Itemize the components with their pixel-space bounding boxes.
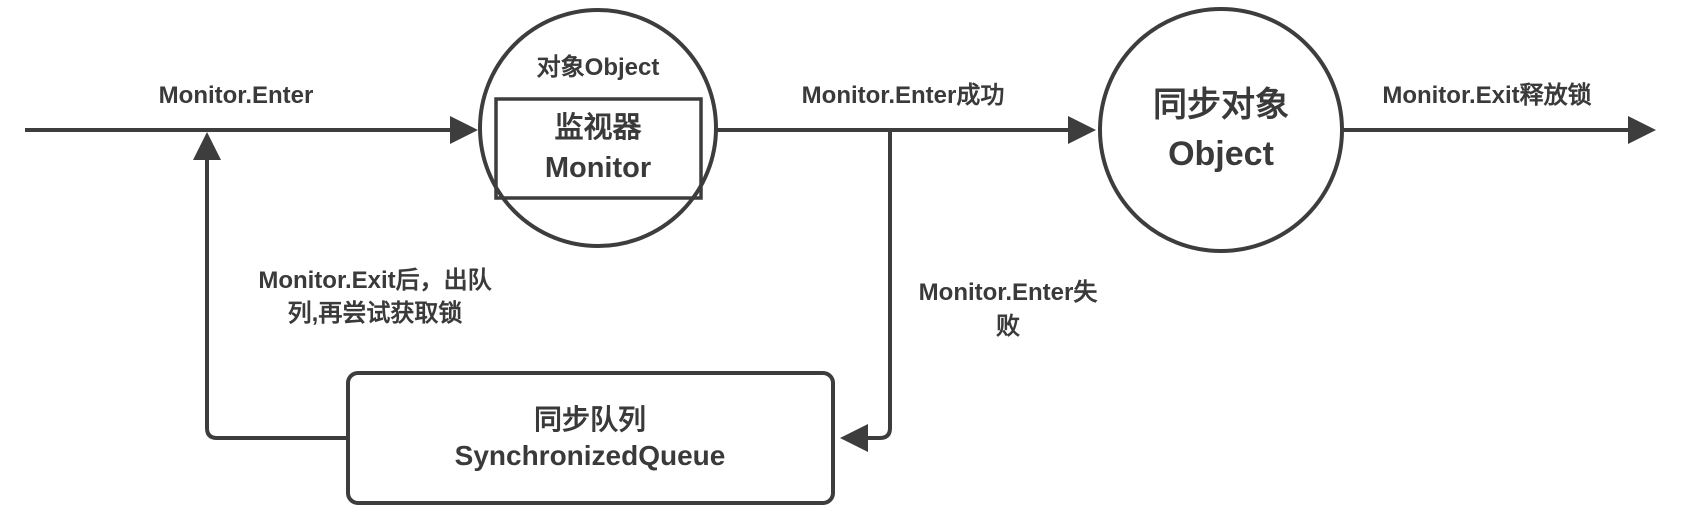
sync-object-line1: 同步对象: [1153, 86, 1289, 124]
sync-queue-line1: 同步队列: [533, 404, 646, 435]
arrowhead-into-sync-queue: [840, 424, 868, 452]
object-circle-title: 对象Object: [536, 54, 660, 82]
arrowhead-exit-right: [1628, 116, 1656, 144]
sync-object-circle-text: 同步对象 Object: [1153, 81, 1289, 179]
exit-dequeue-label: Monitor.Exit后，出队 列,再尝试获取锁: [258, 264, 491, 330]
monitor-inner-box: [494, 97, 703, 200]
exit-dequeue-line1: Monitor.Exit后，出队: [258, 267, 492, 294]
monitor-enter-fail-line2: 败: [995, 313, 1020, 340]
arrowhead-retry-up: [193, 132, 221, 160]
monitor-inner-box-line2: Monitor: [544, 152, 652, 184]
sync-queue-text: 同步队列 SynchronizedQueue: [455, 402, 726, 474]
monitor-inner-box-line1: 监视器: [554, 112, 642, 144]
sync-object-line2: Object: [1168, 135, 1274, 173]
arrowhead-into-sync-object-circle: [1068, 116, 1096, 144]
monitor-enter-success-label: Monitor.Enter成功: [801, 82, 1005, 110]
monitor-enter-fail-label: Monitor.Enter失 败: [919, 276, 1098, 344]
monitor-exit-release-label: Monitor.Exit释放锁: [1382, 82, 1592, 110]
exit-dequeue-line2: 列,再尝试获取锁: [287, 300, 463, 327]
monitor-enter-fail-line1: Monitor.Enter失: [918, 279, 1098, 306]
monitor-inner-box-text: 监视器 Monitor: [545, 108, 651, 188]
monitor-enter-label: Monitor.Enter: [158, 82, 314, 110]
flow-line-requeue: [205, 160, 348, 440]
arrowhead-into-object-circle: [450, 116, 478, 144]
flow-line-enter-fail: [868, 130, 892, 440]
sync-queue-line2: SynchronizedQueue: [454, 440, 726, 471]
